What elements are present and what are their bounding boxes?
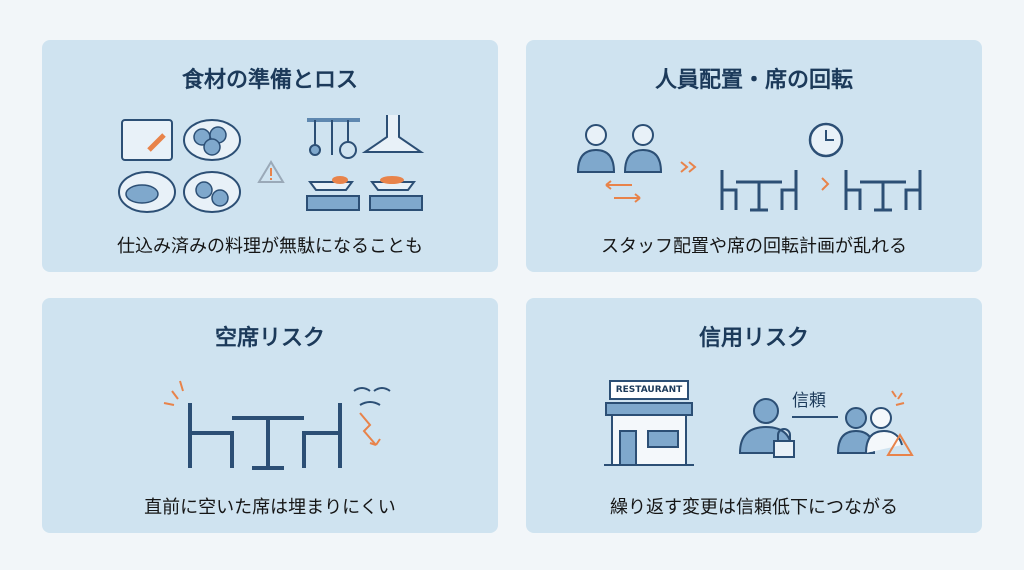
card-staffing-turnover: 人員配置・席の回転 スタッフ配置や席の回転計画が乱れる — [526, 40, 982, 272]
card-caption: 繰り返す変更は信頼低下につながる — [610, 497, 898, 518]
swap-arrows-icon — [605, 161, 830, 203]
card-title: 人員配置・席の回転 — [654, 68, 853, 93]
staff-icon — [576, 124, 663, 173]
table-chairs-icon — [188, 403, 342, 470]
card-title: 信用リスク — [698, 326, 809, 351]
chevron-right-icon — [680, 161, 697, 173]
empty-table-illustration — [163, 380, 391, 470]
table-chairs-icon — [844, 170, 922, 212]
warning-icon — [257, 160, 285, 183]
food-kitchen-illustration — [118, 115, 425, 213]
restaurant-storefront-icon — [604, 380, 694, 466]
chevron-right-icon — [821, 177, 830, 191]
card-title: 空席リスク — [214, 326, 325, 351]
table-chairs-icon — [720, 170, 798, 212]
customers-icon — [836, 407, 903, 454]
sad-face-icon — [353, 387, 391, 406]
trust-illustration — [604, 380, 914, 466]
alert-lines-icon — [891, 390, 905, 406]
staff-tables-illustration — [576, 122, 922, 212]
down-arrow-icon — [359, 412, 381, 446]
card-empty-seat-risk: 空席リスク 直前に空いた席は埋まりにくい — [42, 298, 498, 533]
card-trust-risk: 信用リスク RESTAURANT 信頼 繰り返す変更は信頼低下につながる — [526, 298, 982, 533]
card-title: 食材の準備とロス — [181, 68, 358, 93]
customer-lock-icon — [738, 398, 795, 458]
carrot-icon — [147, 133, 166, 152]
restaurant-sign: RESTAURANT — [615, 385, 683, 395]
trust-label: 信頼 — [792, 391, 826, 411]
pan-icon — [308, 181, 354, 191]
card-food-prep-loss: 食材の準備とロス 仕込み済みの料理が無駄になること — [42, 40, 498, 272]
card-caption: 直前に空いた席は埋まりにくい — [144, 497, 396, 518]
range-hood-icon — [361, 115, 425, 153]
warning-icon — [886, 433, 914, 456]
bento-box-icon — [121, 119, 173, 161]
card-caption: スタッフ配置や席の回転計画が乱れる — [601, 236, 907, 257]
kitchen-tools-icon — [306, 115, 425, 211]
card-caption: 仕込み済みの料理が無駄になることも — [117, 236, 423, 257]
alert-lines-icon — [163, 380, 184, 406]
